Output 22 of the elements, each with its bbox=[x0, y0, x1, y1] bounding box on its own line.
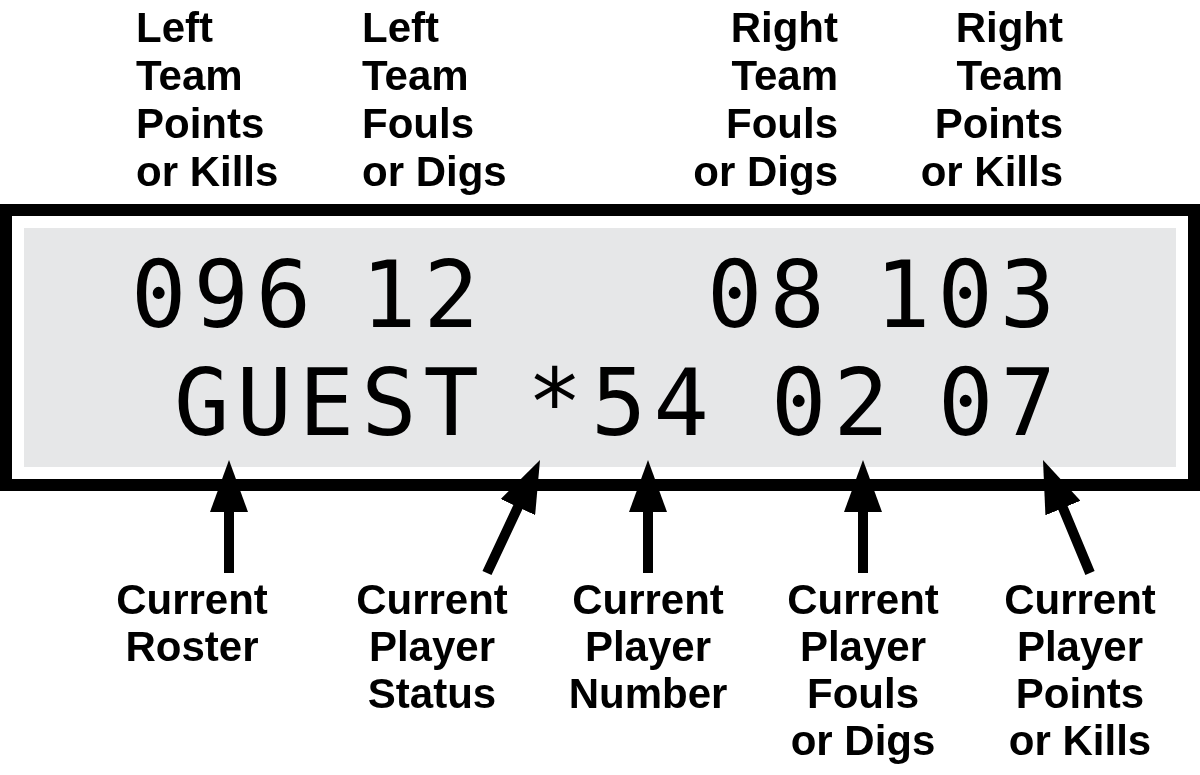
display-panel bbox=[0, 204, 1200, 491]
display-text: 103 bbox=[875, 242, 1063, 349]
arrow bbox=[629, 460, 667, 573]
arrow bbox=[210, 460, 248, 573]
display-text: 12 bbox=[361, 242, 486, 349]
display-text: 02 bbox=[771, 350, 896, 457]
callout-label: Current Player Number bbox=[567, 576, 729, 717]
display-text: 54 bbox=[591, 350, 716, 457]
display-text: 08 bbox=[707, 242, 832, 349]
callout-label: Current Player Points or Kills bbox=[999, 576, 1161, 764]
field-label: Right Team Points or Kills bbox=[919, 4, 1063, 196]
callout-label: Current Player Fouls or Digs bbox=[782, 576, 944, 764]
display-text: * bbox=[527, 350, 590, 457]
field-label: Left Team Points or Kills bbox=[136, 4, 280, 196]
field-label: Right Team Fouls or Digs bbox=[692, 4, 838, 196]
field-label: Left Team Fouls or Digs bbox=[362, 4, 508, 196]
display-text: 07 bbox=[938, 350, 1063, 457]
arrow bbox=[844, 460, 882, 573]
display-text: GUEST bbox=[174, 350, 486, 457]
display-text: 096 bbox=[131, 242, 319, 349]
callout-label: Current Roster bbox=[111, 576, 273, 670]
callout-label: Current Player Status bbox=[351, 576, 513, 717]
